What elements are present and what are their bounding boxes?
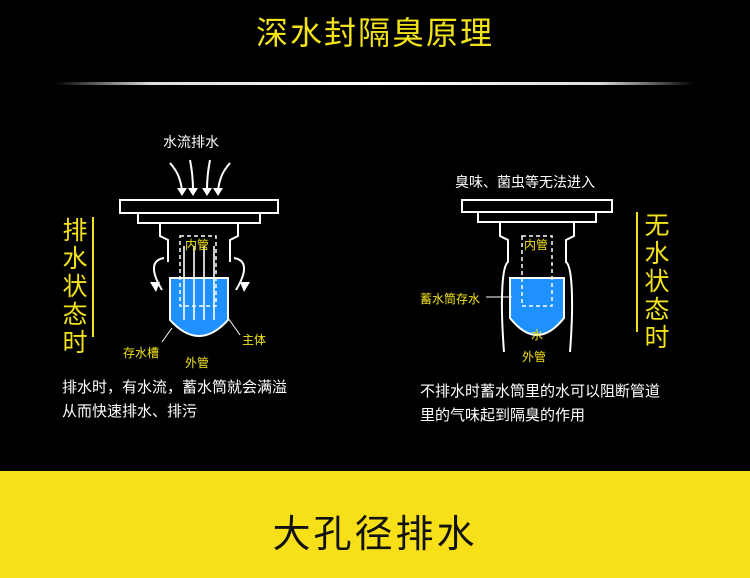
right-description-line-2: 里的气味起到隔臭的作用 [420,406,586,424]
left-vertical-label: 排 水 状 态 时 [62,216,88,357]
flow-arrow-4 [217,162,231,191]
right-vertical-label: 无 水 状 态 时 [644,211,670,352]
left-flange [137,212,261,224]
right-inner-pipe [521,235,553,307]
right-outer-pipe-label: 外管 [522,350,547,364]
right-drain-diagram [461,199,613,353]
left-vertical-bar [92,217,94,337]
flow-arrow-3 [206,159,211,191]
storage-tank-label: 存水槽 [123,346,160,360]
bottom-banner [0,471,750,578]
title-divider [55,82,695,85]
water-label: 水 [531,328,544,342]
flow-arrow-1 [169,162,183,191]
right-inner-pipe-label: 内管 [524,238,549,252]
left-drain-diagram [119,159,279,343]
flow-label: 水流排水 [163,135,219,151]
page-title: 深水封隔臭原理 [255,14,494,52]
right-flange [477,211,597,223]
flow-arrow-2 [189,159,194,191]
banner-title: 大孔径排水 [272,512,478,556]
storage-water-label: 蓄水筒存水 [420,292,481,306]
left-description-line-2: 从而快速排水、排污 [62,402,198,420]
left-outer-pipe-label: 外管 [185,356,210,370]
odor-block-label: 臭味、菌虫等无法进入 [455,175,595,191]
right-description-line-1: 不排水时蓄水筒里的水可以阻断管道 [420,382,661,400]
right-vertical-bar [636,212,638,332]
left-inner-pipe-label: 内管 [185,238,210,252]
left-description-line-1: 排水时，有水流，蓄水筒就会满溢 [62,378,288,396]
left-inner-pipe [179,235,217,307]
right-top-plate [461,199,613,213]
main-body-label: 主体 [242,333,267,347]
